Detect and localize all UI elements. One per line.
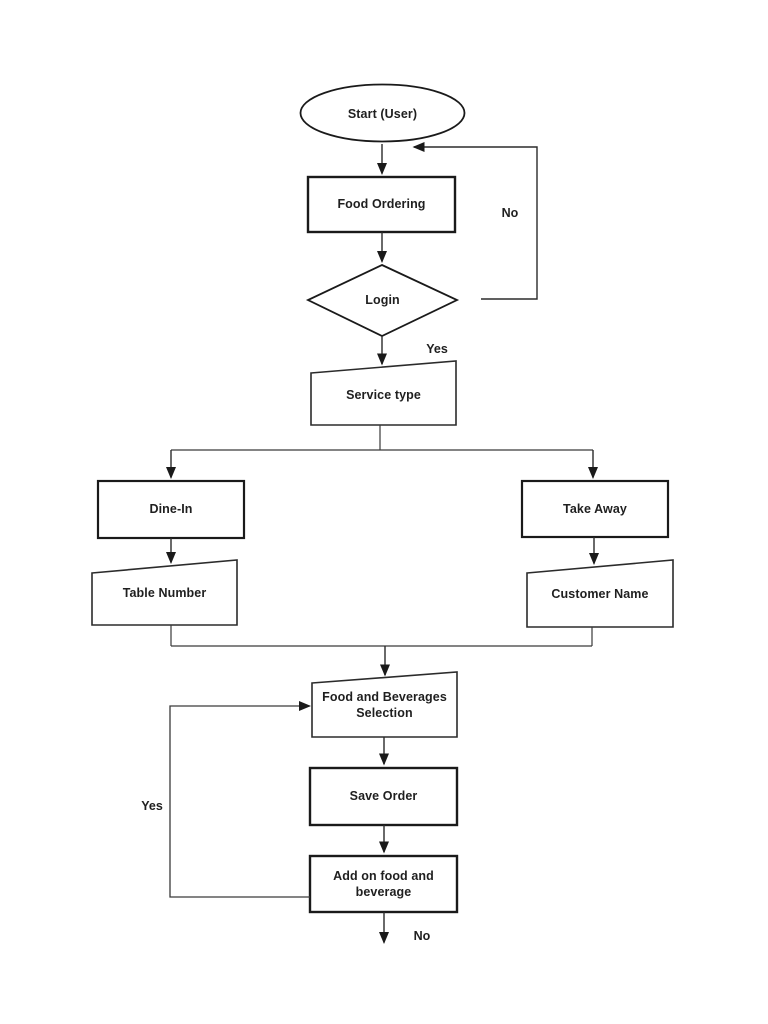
food-ordering-label: Food Ordering [337,197,426,212]
add-on-label: Add on food and beverage [333,868,434,899]
take-away-box [520,479,670,539]
dine-in-label: Dine-In [149,502,193,517]
service-type-shape [310,360,457,426]
table-number-label: Table Number [122,585,207,600]
edge-label-addon-yes: Yes [141,799,163,813]
start-node-label: Start (User) [347,106,418,121]
save-order-label: Save Order [349,789,418,804]
edge-label-login-no: No [501,206,519,220]
edge-login-no-loop [412,142,538,300]
edge-addon-yes-loop [169,701,311,898]
food-bev-selection-label: Food and Beverages Selection [322,689,447,720]
edge-merge-lines [170,625,593,647]
edge-label-login-yes: Yes [426,342,448,356]
food-bev-selection-shape [311,671,458,738]
customer-name-label: Customer Name [551,586,649,601]
customer-name-shape [526,559,674,628]
edge-servicetype-split [171,425,593,451]
table-number-shape [91,559,238,626]
service-type-label: Service type [346,388,421,403]
take-away-label: Take Away [563,501,627,516]
login-label: Login [365,293,400,308]
start-ellipse [299,83,466,143]
edge-label-addon-no: No [413,929,431,943]
